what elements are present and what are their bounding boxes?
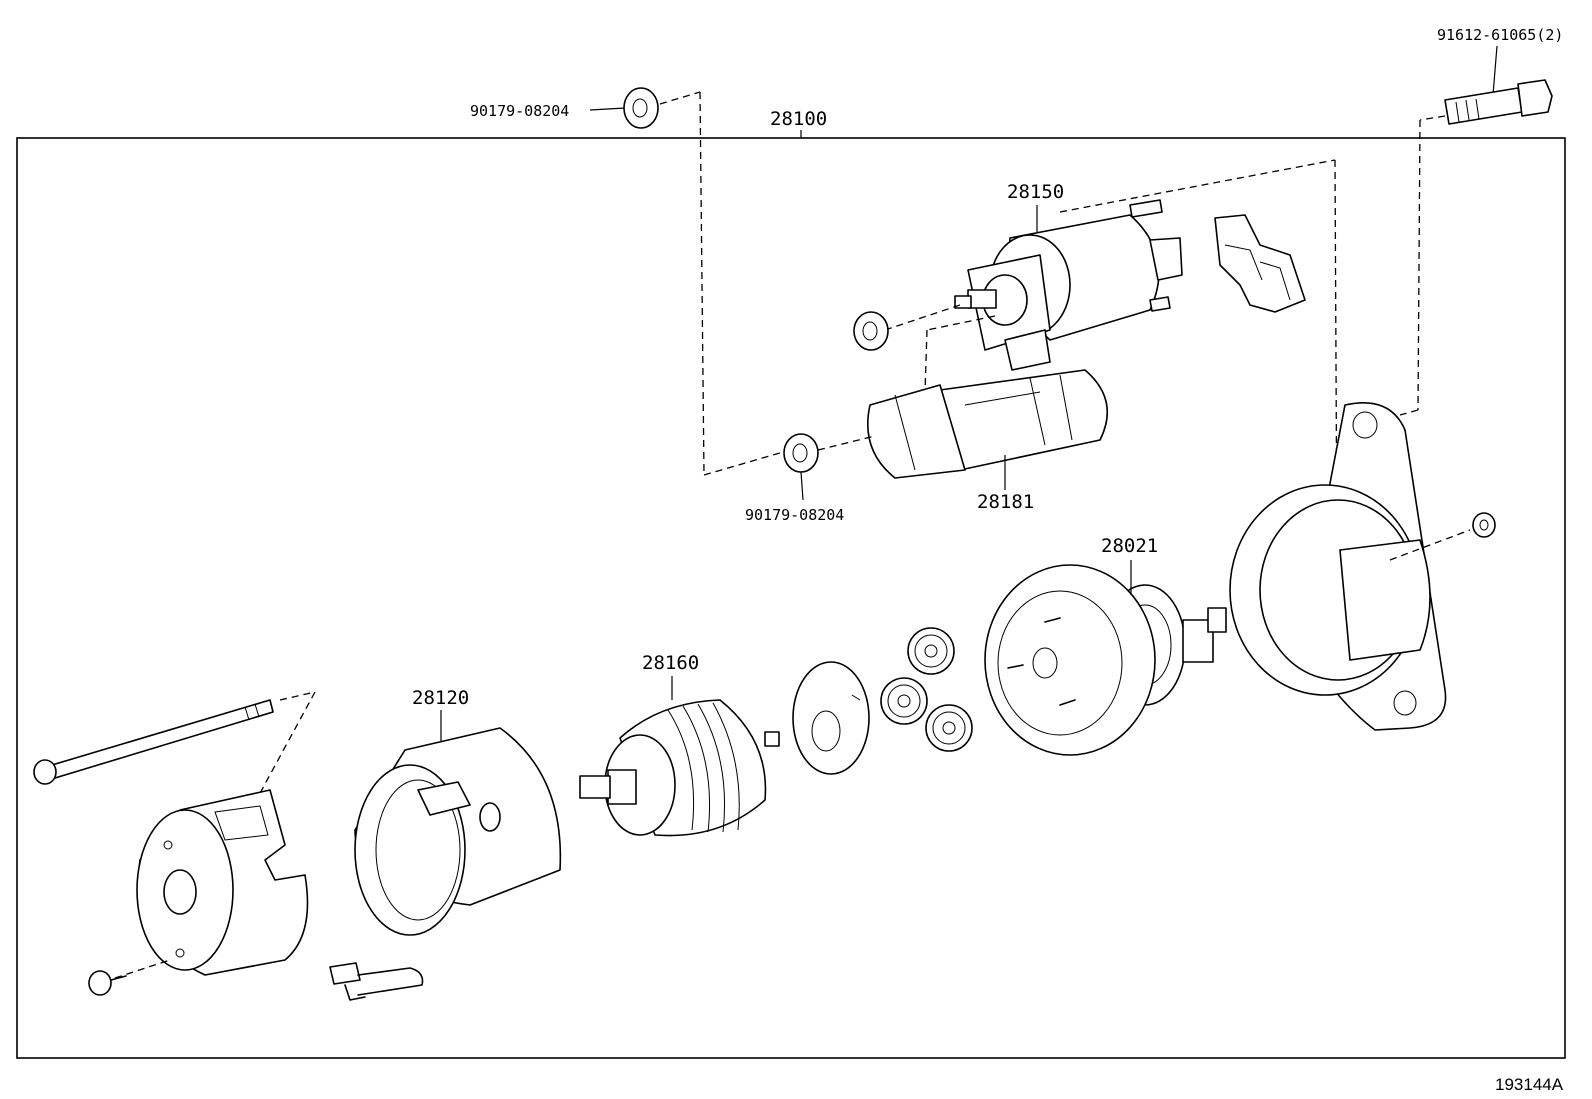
end-frame-icon <box>114 789 309 979</box>
drive-lever-icon <box>817 369 1108 479</box>
label-lever: 28181 <box>977 491 1034 513</box>
label-bolt: 91612-61065(2) <box>1437 26 1563 44</box>
drive-housing-icon <box>1229 401 1496 731</box>
plate-washer-icon <box>792 661 870 775</box>
nut-top-icon <box>589 87 791 476</box>
lead-wire-icon <box>329 962 424 1001</box>
assembly-frame <box>16 137 1566 1059</box>
planetary-gear-icon <box>880 677 928 725</box>
label-nut-lower: 90179-08204 <box>745 506 844 524</box>
clutch-icon <box>984 564 1227 756</box>
solenoid-nut-icon <box>853 311 889 351</box>
label-clutch: 28021 <box>1101 535 1158 557</box>
nut-lower-icon <box>783 433 819 501</box>
through-bolt-icon <box>33 691 316 831</box>
label-yoke: 28120 <box>412 687 469 709</box>
planetary-gear-icon <box>907 627 955 675</box>
figure-ref: 193144A <box>1495 1075 1564 1094</box>
solenoid-icon <box>884 199 1183 371</box>
planetary-gear-icon <box>925 704 973 752</box>
label-solenoid: 28150 <box>1007 181 1064 203</box>
yoke-icon <box>354 727 562 936</box>
label-armature: 28160 <box>642 652 699 674</box>
bolt-icon <box>1399 45 1553 416</box>
label-nut-top: 90179-08204 <box>470 102 569 120</box>
screw-icon <box>88 970 127 996</box>
label-assembly: 28100 <box>770 108 827 130</box>
armature-icon <box>579 699 780 837</box>
terminal-cover-icon <box>1214 214 1306 313</box>
